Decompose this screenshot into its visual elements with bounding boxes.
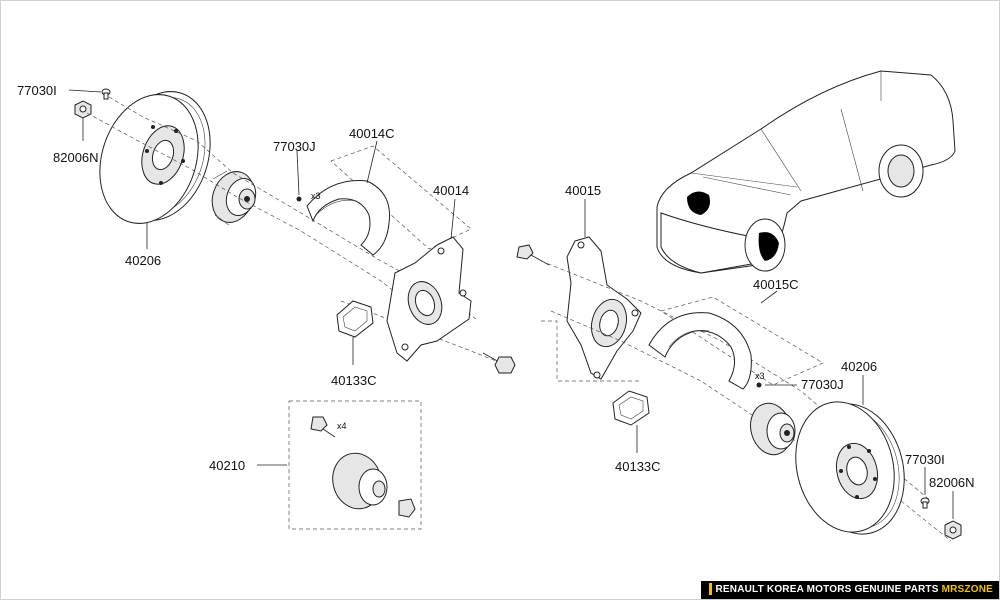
footer-brand: MRSZONE (941, 584, 993, 595)
label-40014c: 40014C (349, 126, 395, 141)
label-40015c: 40015C (753, 277, 799, 292)
label-77030i-right: 77030I (905, 452, 945, 467)
qty-shield-screw-right: x3 (755, 371, 765, 381)
highlight-front-left (687, 191, 710, 215)
label-40206-left: 40206 (125, 253, 161, 268)
dust-shield-left[interactable] (296, 180, 391, 256)
steering-knuckle-right[interactable] (566, 236, 642, 380)
knuckle-bolt-left[interactable] (482, 352, 516, 374)
label-40210: 40210 (209, 458, 245, 473)
steering-knuckle-left[interactable] (386, 236, 472, 362)
label-77030i-left: 77030I (17, 83, 57, 98)
assembly-lines-left (86, 96, 497, 530)
sensor-bracket-right[interactable] (612, 390, 650, 426)
hub-unit-40210[interactable] (310, 416, 416, 518)
highlight-front-right (758, 232, 779, 261)
leader-lines (68, 89, 954, 519)
footer-banner: RENAULT KOREA MOTORS GENUINE PARTS MRSZO… (700, 581, 999, 599)
brake-disc-left[interactable] (84, 79, 226, 237)
label-40133c-right: 40133C (615, 459, 661, 474)
label-40133c-left: 40133C (331, 373, 377, 388)
label-40014: 40014 (433, 183, 469, 198)
qty-hub-bolts: x4 (337, 421, 347, 431)
knuckle-bolt-right[interactable] (516, 244, 550, 266)
label-82006n-right: 82006N (929, 475, 975, 490)
hub-assembly-right[interactable] (745, 399, 797, 460)
label-40206-right: 40206 (841, 359, 877, 374)
sensor-bracket-left[interactable] (336, 300, 374, 338)
label-40015: 40015 (565, 183, 601, 198)
footer-accent-bar (708, 583, 712, 596)
nut-82006n-left[interactable] (74, 100, 92, 119)
hub-assembly-left[interactable] (205, 166, 260, 229)
brake-disc-right[interactable] (782, 391, 917, 544)
label-82006n-left: 82006N (53, 150, 99, 165)
label-77030j-left: 77030J (273, 139, 316, 154)
dust-shield-right[interactable] (648, 312, 762, 390)
car-illustration (656, 70, 956, 274)
label-77030j-right: 77030J (801, 377, 844, 392)
footer-text: RENAULT KOREA MOTORS GENUINE PARTS (715, 584, 939, 595)
qty-shield-screw-left: x3 (311, 191, 321, 201)
screw-77030i-right[interactable] (920, 497, 930, 509)
nut-82006n-right[interactable] (944, 520, 962, 540)
screw-77030i-left[interactable] (101, 88, 111, 100)
